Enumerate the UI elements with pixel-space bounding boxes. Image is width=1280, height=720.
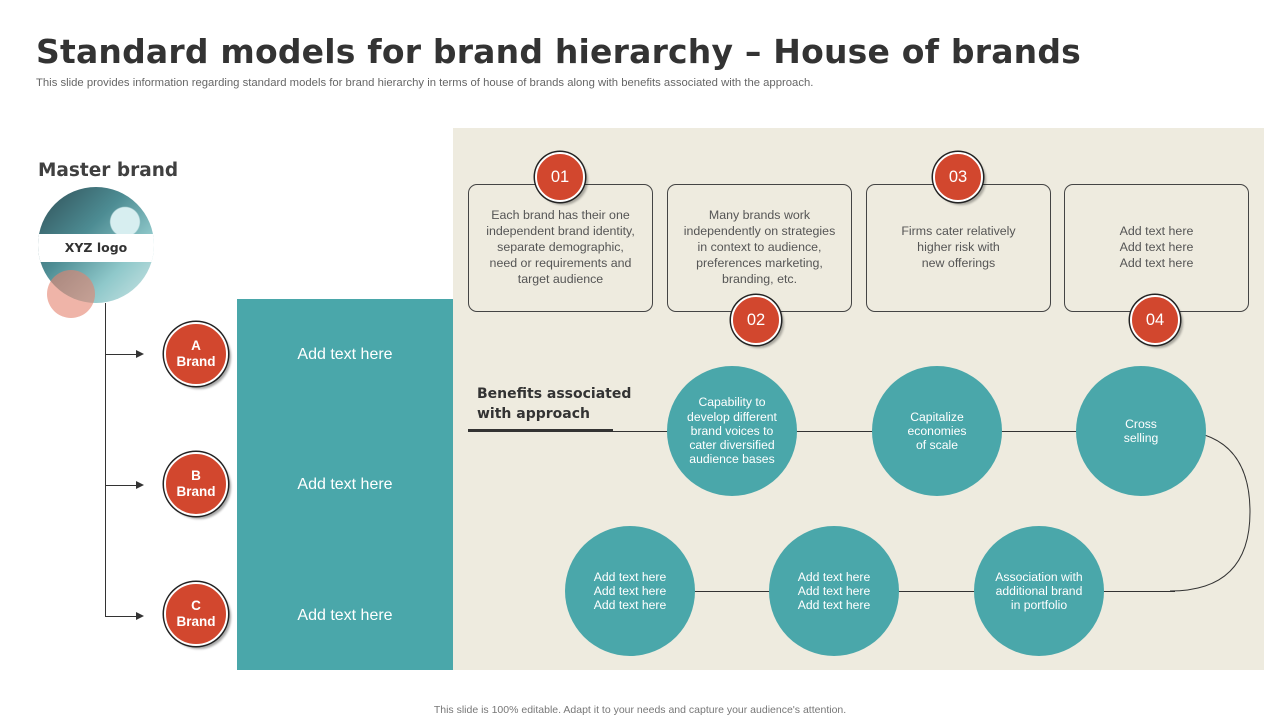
brand-b-letter: B (191, 468, 201, 483)
card-02-text: Many brands work independently on strate… (683, 208, 836, 286)
benefit-circle-6: Add text here Add text here Add text her… (565, 526, 695, 656)
arrow-a-icon (136, 350, 144, 358)
card-01-number: 01 (535, 152, 585, 202)
card-02: Many brands work independently on strate… (667, 184, 852, 312)
tree-trunk-line (105, 303, 106, 617)
benefit-circle-4: Association with additional brand in por… (974, 526, 1104, 656)
logo-accent-dot (47, 270, 95, 318)
brand-b-badge: B Brand (164, 452, 228, 516)
brand-text-panel (237, 299, 453, 670)
brand-c-badge: C Brand (164, 582, 228, 646)
card-01-text: Each brand has their one independent bra… (486, 208, 635, 286)
card-03: Firms cater relatively higher risk with … (866, 184, 1051, 312)
brand-b-text: Add text here (297, 476, 393, 493)
brand-b-word: Brand (176, 484, 216, 499)
page-title: Standard models for brand hierarchy – Ho… (36, 32, 1082, 71)
tree-branch-a (105, 354, 138, 355)
tree-branch-c (105, 616, 138, 617)
arrow-c-icon (136, 612, 144, 620)
brand-a-badge: A Brand (164, 322, 228, 386)
logo-band (38, 234, 154, 262)
benefits-underline (468, 429, 613, 431)
master-brand-label: Master brand (38, 160, 179, 181)
card-01: Each brand has their one independent bra… (468, 184, 653, 312)
benefit-circle-1: Capability to develop different brand vo… (667, 366, 797, 496)
logo-text: XYZ logo (64, 240, 128, 255)
master-brand-logo: XYZ logo (38, 187, 154, 303)
brand-c-word: Brand (176, 614, 216, 629)
card-04: Add text here Add text here Add text her… (1064, 184, 1249, 312)
arrow-b-icon (136, 481, 144, 489)
benefit-circle-3: Cross selling (1076, 366, 1206, 496)
benefit-circle-2: Capitalize economies of scale (872, 366, 1002, 496)
brand-a-text: Add text here (297, 346, 393, 363)
benefit-circle-5: Add text here Add text here Add text her… (769, 526, 899, 656)
brand-c-text: Add text here (297, 607, 393, 624)
card-04-number: 04 (1130, 295, 1180, 345)
brand-a-letter: A (191, 338, 201, 353)
card-03-text: Firms cater relatively higher risk with … (901, 224, 1016, 270)
card-04-text: Add text here Add text here Add text her… (1119, 224, 1194, 270)
brand-a-word: Brand (176, 354, 216, 369)
connector-bottom-row (630, 591, 1175, 592)
connector-curve (1170, 430, 1251, 592)
footer-note: This slide is 100% editable. Adapt it to… (433, 704, 847, 716)
card-02-number: 02 (731, 295, 781, 345)
benefits-title: Benefits associated with approach (477, 386, 632, 422)
connector-top-row (468, 431, 1178, 432)
brand-c-letter: C (191, 598, 201, 613)
page-subtitle: This slide provides information regardin… (36, 77, 814, 89)
card-03-number: 03 (933, 152, 983, 202)
tree-branch-b (105, 485, 138, 486)
